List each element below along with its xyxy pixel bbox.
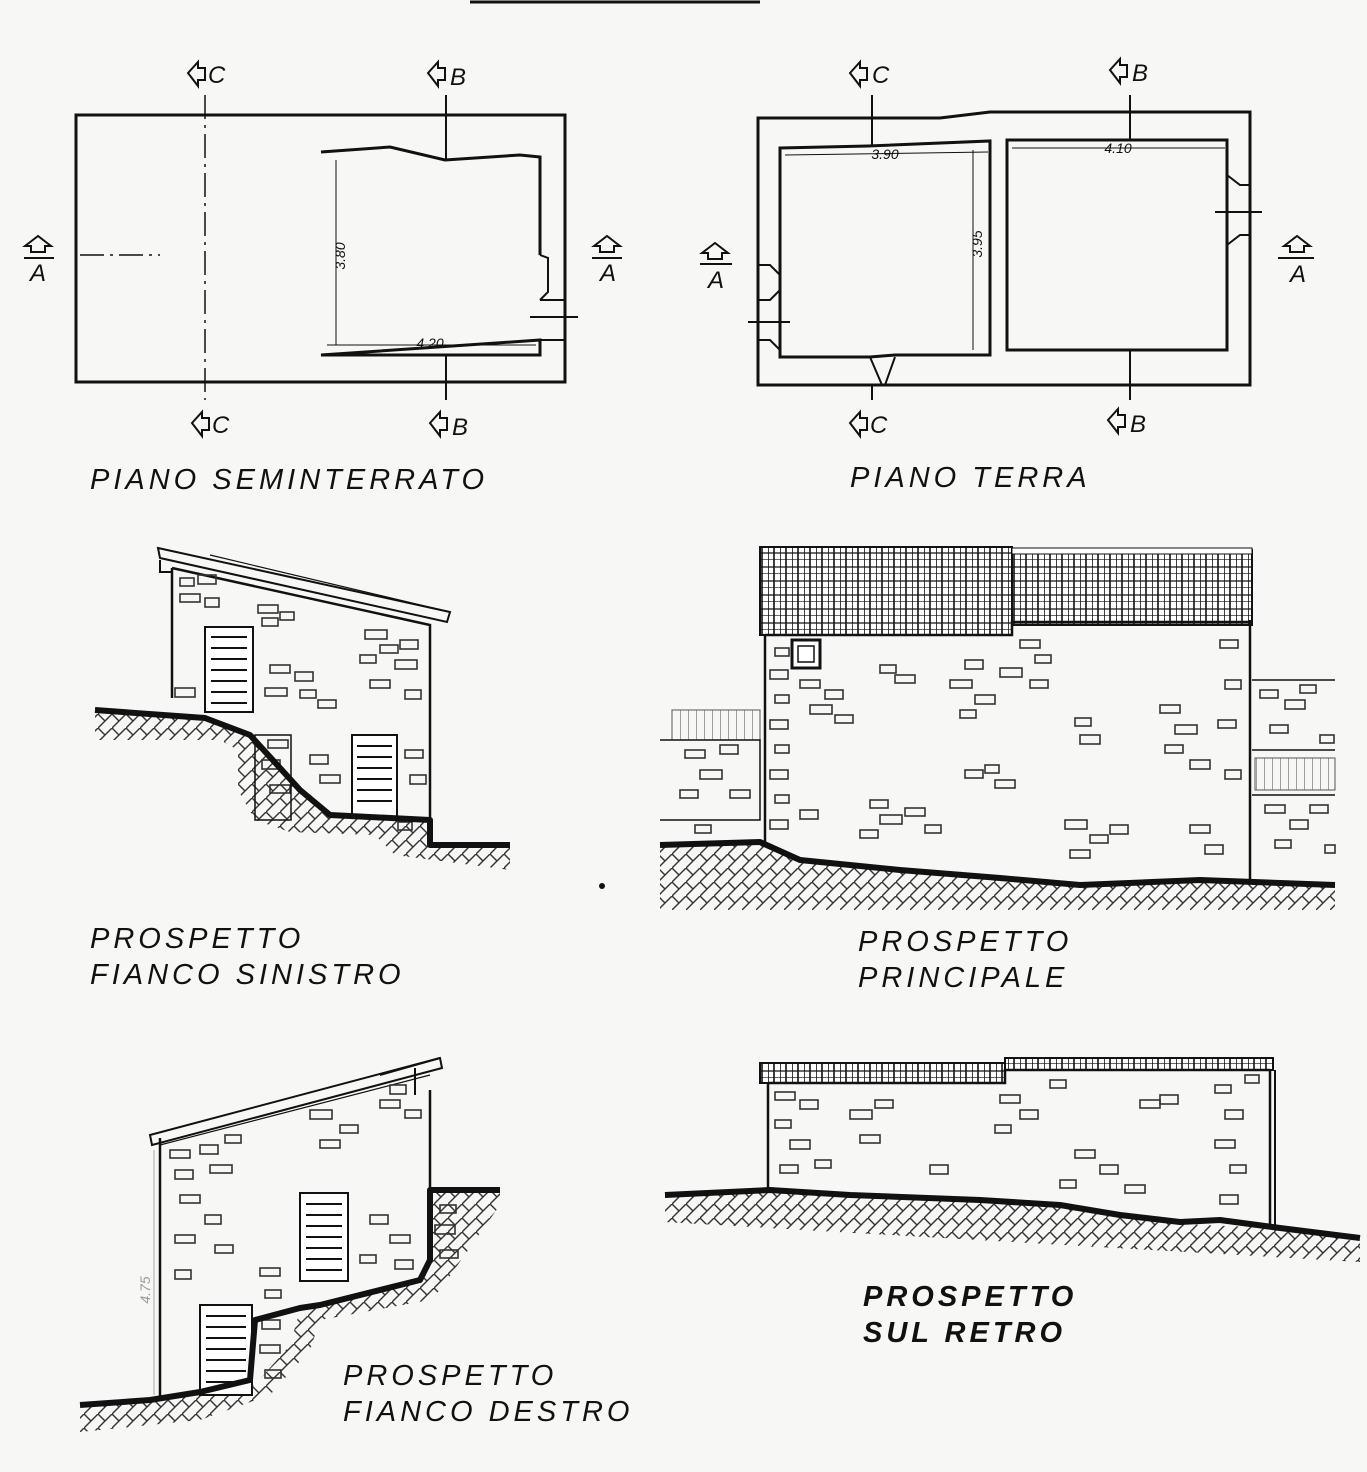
section-label: A: [598, 260, 616, 287]
section-marker-b-top: B: [426, 59, 466, 91]
elevation-right-side: 4.75 PROSPETTO FIANCO DESTRO: [79, 1056, 633, 1432]
elevation-rear: PROSPETTO SUL RETRO: [664, 1057, 1361, 1349]
section-label: B: [452, 414, 468, 441]
rear-title-line1: PROSPETTO: [863, 1281, 1077, 1313]
section-label: A: [1288, 261, 1306, 288]
section-marker-a-right: A: [591, 234, 623, 287]
main-title-line1: PROSPETTO: [858, 926, 1072, 958]
section-marker-b-top: B: [1108, 56, 1148, 87]
basement-plan-title: PIANO SEMINTERRATO: [90, 464, 488, 496]
left-side-title-line2: FIANCO SINISTRO: [90, 959, 405, 991]
section-marker-b-bottom: B: [1106, 406, 1146, 438]
main-title-line2: PRINCIPALE: [858, 962, 1068, 994]
basement-width-dim: 4.20: [416, 335, 443, 351]
section-label: C: [212, 412, 230, 439]
section-label: C: [208, 62, 226, 89]
ground-right-width-dim: 4.10: [1104, 140, 1131, 156]
ground-floor-plan-title: PIANO TERRA: [850, 462, 1091, 494]
right-side-title-line1: PROSPETTO: [343, 1360, 557, 1392]
section-label: A: [28, 260, 46, 287]
section-marker-c-bottom: C: [190, 409, 230, 439]
right-side-title-line2: FIANCO DESTRO: [343, 1396, 633, 1428]
section-label: B: [450, 64, 466, 91]
rear-title-line2: SUL RETRO: [863, 1317, 1066, 1349]
section-label: A: [706, 267, 724, 294]
ground-left-width-dim: 3.90: [871, 146, 898, 162]
left-side-title-line1: PROSPETTO: [90, 923, 304, 955]
section-label: C: [872, 62, 890, 89]
section-marker-c-bottom: C: [848, 409, 888, 439]
plan-basement: 3.80 4.20 C B C B A A PIANO SEMINTE: [22, 59, 623, 496]
section-label: B: [1132, 60, 1148, 87]
section-marker-b-bottom: B: [428, 409, 468, 441]
section-marker-a-left: A: [699, 241, 732, 294]
elevation-main: PROSPETTO PRINCIPALE: [659, 546, 1336, 994]
section-marker-c-top: C: [186, 59, 226, 89]
plan-ground-floor: 3.90 4.10 3.95 C B C B A A PIAN: [699, 56, 1314, 494]
section-label: C: [870, 412, 888, 439]
section-label: B: [1130, 411, 1146, 438]
section-marker-a-right: A: [1281, 234, 1314, 288]
elevation-left-side: PROSPETTO FIANCO SINISTRO: [90, 546, 510, 991]
ground-height-dim: 3.95: [969, 230, 985, 257]
section-marker-c-top: C: [848, 59, 890, 89]
section-marker-a-left: A: [22, 234, 54, 287]
right-side-height-dim: 4.75: [137, 1276, 153, 1303]
basement-height-dim: 3.80: [332, 242, 348, 269]
